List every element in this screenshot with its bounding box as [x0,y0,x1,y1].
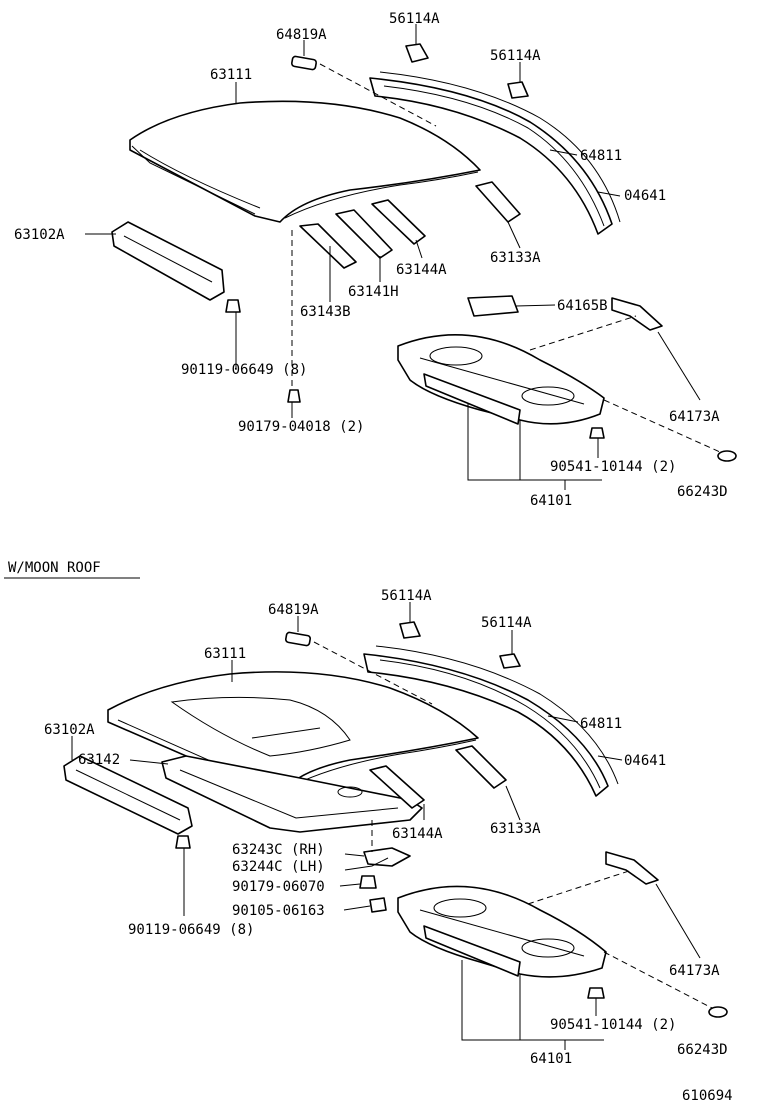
label-56114A-moonroof-1: 56114A [381,588,432,604]
label-63144A-moonroof: 63144A [392,826,443,842]
package-tray-64101-moonroof [397,885,607,978]
bracket-63243C [363,847,411,867]
clip-56114A-1 [405,43,429,63]
label-64811-top: 64811 [580,148,622,164]
label-63102A-top: 63102A [14,227,65,243]
label-56114A-moonroof-2: 56114A [481,615,532,631]
label-63244C-moonroof: 63244C (LH) [232,859,325,875]
back-window-64811 [369,71,621,235]
roof-bows [299,181,521,269]
label-64101-top: 64101 [530,493,572,509]
label-63133A-moonroof: 63133A [490,821,541,837]
label-63142-moonroof: 63142 [78,752,120,768]
label-64173A-top: 64173A [669,409,720,425]
roof-panel-63111-moonroof [107,671,479,793]
label-64811-moonroof: 64811 [580,716,622,732]
bolt-90105-moonroof [369,897,387,913]
label-63133A-top: 63133A [490,250,541,266]
label-63111-moonroof: 63111 [204,646,246,662]
label-63144A-top: 63144A [396,262,447,278]
label-64101-moonroof: 64101 [530,1051,572,1067]
bracket-64173A [611,297,663,331]
figure-number: 610694 [682,1088,733,1104]
roof-bow-63133A-moonroof [455,745,507,789]
label-64173A-moonroof: 64173A [669,963,720,979]
label-64165B-top: 64165B [557,298,608,314]
back-window-64811-moonroof [363,645,619,797]
label-90119-moonroof: 90119-06649 (8) [128,922,254,938]
label-63143B-top: 63143B [300,304,351,320]
label-64819A-moonroof: 64819A [268,602,319,618]
label-90541-top: 90541-10144 (2) [550,459,676,475]
clip-56114A-moonroof-2 [499,653,521,669]
nut-90541-moonroof [587,987,605,999]
label-66243D-moonroof: 66243D [677,1042,728,1058]
bolt-90119-moonroof [175,835,191,849]
roof-bow-63144A-moonroof [369,765,425,809]
label-90119-top: 90119-06649 (8) [181,362,307,378]
clip-56114A-2 [507,81,529,99]
label-90179-top: 90179-04018 (2) [238,419,364,435]
label-63141H-top: 63141H [348,284,399,300]
clip-64819A-moonroof [284,631,312,647]
label-64819A-top: 64819A [276,27,327,43]
label-90541-moonroof: 90541-10144 (2) [550,1017,676,1033]
package-tray-64101 [397,295,605,425]
cap-66243D-top [717,450,737,462]
label-90105-moonroof: 90105-06163 [232,903,325,919]
nut-90541-top [589,427,605,439]
clip-64819A [290,55,318,71]
label-90179-moonroof: 90179-06070 [232,879,325,895]
roof-panel-63111 [129,100,481,223]
sunroof-housing-63142 [161,755,423,833]
label-63243C-moonroof: 63243C (RH) [232,842,325,858]
top-section [85,24,737,490]
label-66243D-top: 66243D [677,484,728,500]
label-04641-moonroof: 04641 [624,753,666,769]
front-header-63102A [111,221,225,301]
label-56114A-top-1: 56114A [389,11,440,27]
section-heading-moonroof: W/MOON ROOF [8,560,101,576]
bolt-90119-top [225,299,241,313]
cap-66243D-moonroof [708,1006,728,1018]
nut-90179-moonroof [359,875,377,889]
label-63111-top: 63111 [210,67,252,83]
moonroof-section [63,602,728,1050]
clip-56114A-moonroof-1 [399,621,421,639]
label-04641-top: 04641 [624,188,666,204]
bracket-64173A-moonroof [605,851,659,885]
label-56114A-top-2: 56114A [490,48,541,64]
label-63102A-moonroof: 63102A [44,722,95,738]
